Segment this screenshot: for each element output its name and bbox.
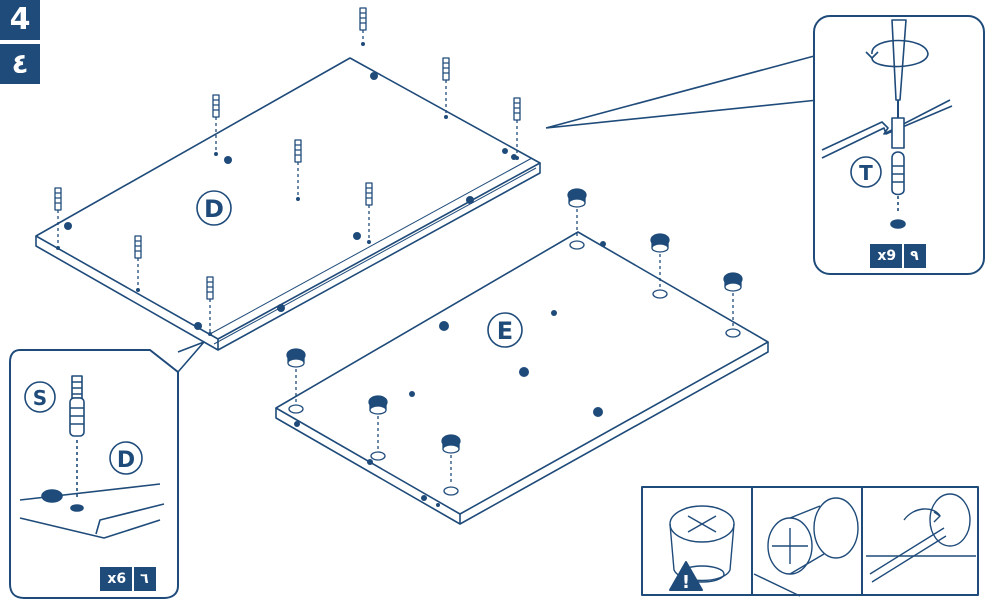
detail-s-part-label: S — [33, 386, 47, 410]
tip-panels — [641, 486, 979, 597]
panel-e-label — [487, 312, 523, 348]
tip-cam-bolt — [753, 497, 859, 597]
detail-t-quantity-badge: x9 ٩ — [870, 244, 926, 268]
step-number: 4 — [0, 0, 40, 40]
detail-s-panel-label: D — [117, 448, 135, 473]
panel-d-label — [196, 190, 232, 226]
panel-d-holes — [56, 42, 519, 336]
tip-cam-lock — [669, 505, 735, 583]
cam-locks-e — [286, 188, 743, 496]
detail-t-part-label: T — [859, 161, 873, 185]
detail-s-quantity-arabic: ٦ — [132, 567, 155, 591]
cam-bolts-d — [54, 7, 521, 332]
step-number-arabic: ٤ — [0, 44, 40, 84]
detail-t-quantity-arabic: ٩ — [902, 244, 925, 268]
panel-d-letter: D — [204, 195, 224, 223]
panel-e — [275, 231, 769, 525]
warning-symbol: ! — [682, 572, 690, 593]
detail-s-callout — [9, 341, 205, 599]
tip-rotate — [866, 493, 976, 583]
warning-icon — [669, 561, 703, 591]
detail-s-quantity-badge: x6 ٦ — [100, 567, 156, 591]
detail-t-quantity: x9 — [877, 248, 897, 264]
detail-t-callout — [545, 15, 985, 275]
panel-e-letter: E — [497, 317, 513, 345]
panel-d — [35, 57, 541, 351]
detail-s-quantity: x6 — [107, 571, 127, 587]
panel-e-holes — [294, 241, 606, 507]
